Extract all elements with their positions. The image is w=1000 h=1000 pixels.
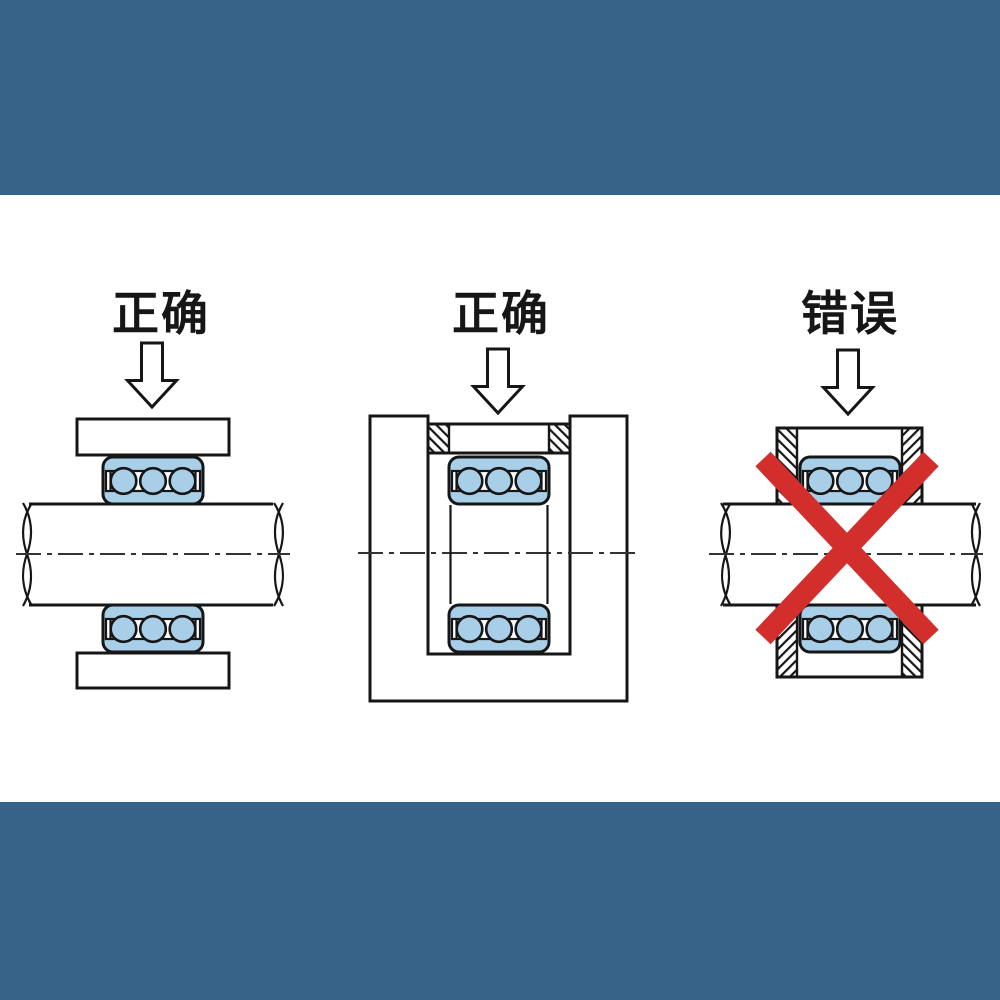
panel-label-correct-1: 正确 <box>112 287 210 340</box>
panel-correct-plate-press: 正确 <box>16 287 290 690</box>
panel-label-wrong: 错误 <box>801 287 899 340</box>
top-border-band <box>0 0 1000 195</box>
bearing <box>447 603 551 654</box>
press-tool-wall-hatched <box>547 422 572 455</box>
press-tool <box>426 422 572 455</box>
panel-wrong-outer-ring-press: 错误 <box>709 287 983 679</box>
down-arrow-icon <box>126 341 178 409</box>
down-arrow-icon <box>472 347 524 415</box>
red-cross-icon <box>755 451 939 645</box>
bearing <box>798 603 902 654</box>
support-block-bottom <box>75 651 231 690</box>
bottom-border-band <box>0 802 1000 1000</box>
panel-label-correct-2: 正确 <box>452 287 550 340</box>
press-block-top <box>75 417 231 457</box>
bearing <box>101 455 205 506</box>
bearing <box>447 455 551 506</box>
housing-block <box>368 414 629 703</box>
panel-correct-housing-press: 正确 <box>358 287 638 703</box>
press-tool-wall-hatched <box>426 422 451 455</box>
down-arrow-icon <box>822 348 874 416</box>
bearing <box>101 603 205 654</box>
